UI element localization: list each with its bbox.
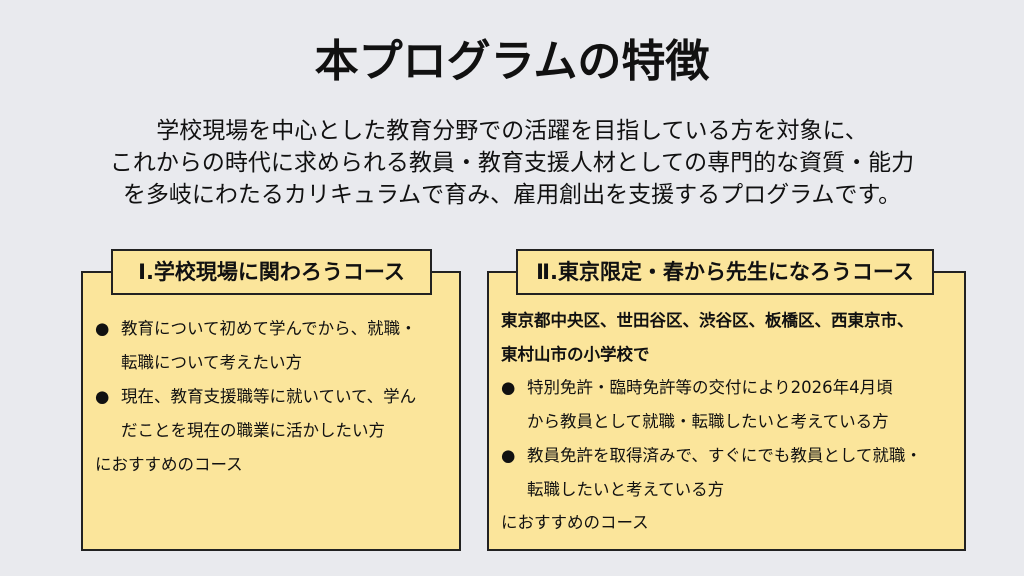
bullet-icon: ●: [501, 378, 516, 398]
lead-line: 学校現場を中心とした教育分野での活躍を目指している方を対象に、: [156, 118, 868, 144]
list-item: ●教員免許を取得済みで、すぐにでも教員として就職・: [501, 439, 922, 473]
course1-box: [81, 271, 461, 551]
lead-line: これからの時代に求められる教員・教育支援人材としての専門的な資質・能力: [109, 150, 915, 176]
course1-footer: におすすめのコース: [95, 455, 243, 474]
list-item-continuation: から教員として就職・転職したいと考えている方: [527, 412, 889, 432]
list-item: ●教育について初めて学んでから、就職・: [95, 312, 417, 346]
list-item-continuation: 転職したいと考えている方: [527, 479, 725, 499]
list-item: ●特別免許・臨時免許等の交付により2026年4月頃: [501, 371, 922, 405]
course1-heading: Ⅰ.学校現場に関わろうコース: [111, 249, 432, 295]
course2-content: 東京都中央区、世田谷区、渋谷区、板橋区、西東京市、 東村山市の小学校で ●特別免…: [501, 304, 922, 540]
bullet-icon: ●: [95, 387, 110, 406]
lead-text: 学校現場を中心とした教育分野での活躍を目指している方を対象に、 これからの時代に…: [0, 115, 1024, 211]
page-title: 本プログラムの特徴: [314, 36, 710, 87]
list-item-continuation: 転職について考えたい方: [121, 353, 303, 372]
course1-content: ●教育について初めて学んでから、就職・ 転職について考えたい方 ●現在、教育支援…: [95, 312, 417, 482]
course2-intro: 東村山市の小学校で: [501, 344, 650, 364]
lead-line: を多岐にわたるカリキュラムで育み、雇用創出を支援するプログラムです。: [122, 182, 902, 208]
course2-footer: におすすめのコース: [501, 513, 649, 533]
course2-intro: 東京都中央区、世田谷区、渋谷区、板橋区、西東京市、: [501, 311, 914, 330]
list-item-continuation: だことを現在の職業に活かしたい方: [121, 421, 385, 440]
course2-box: [487, 271, 966, 551]
list-item: ●現在、教育支援職等に就いていて、学ん: [95, 380, 417, 414]
bullet-icon: ●: [95, 319, 110, 338]
bullet-icon: ●: [501, 445, 516, 465]
course2-heading: Ⅱ.東京限定・春から先生になろうコース: [516, 249, 934, 295]
